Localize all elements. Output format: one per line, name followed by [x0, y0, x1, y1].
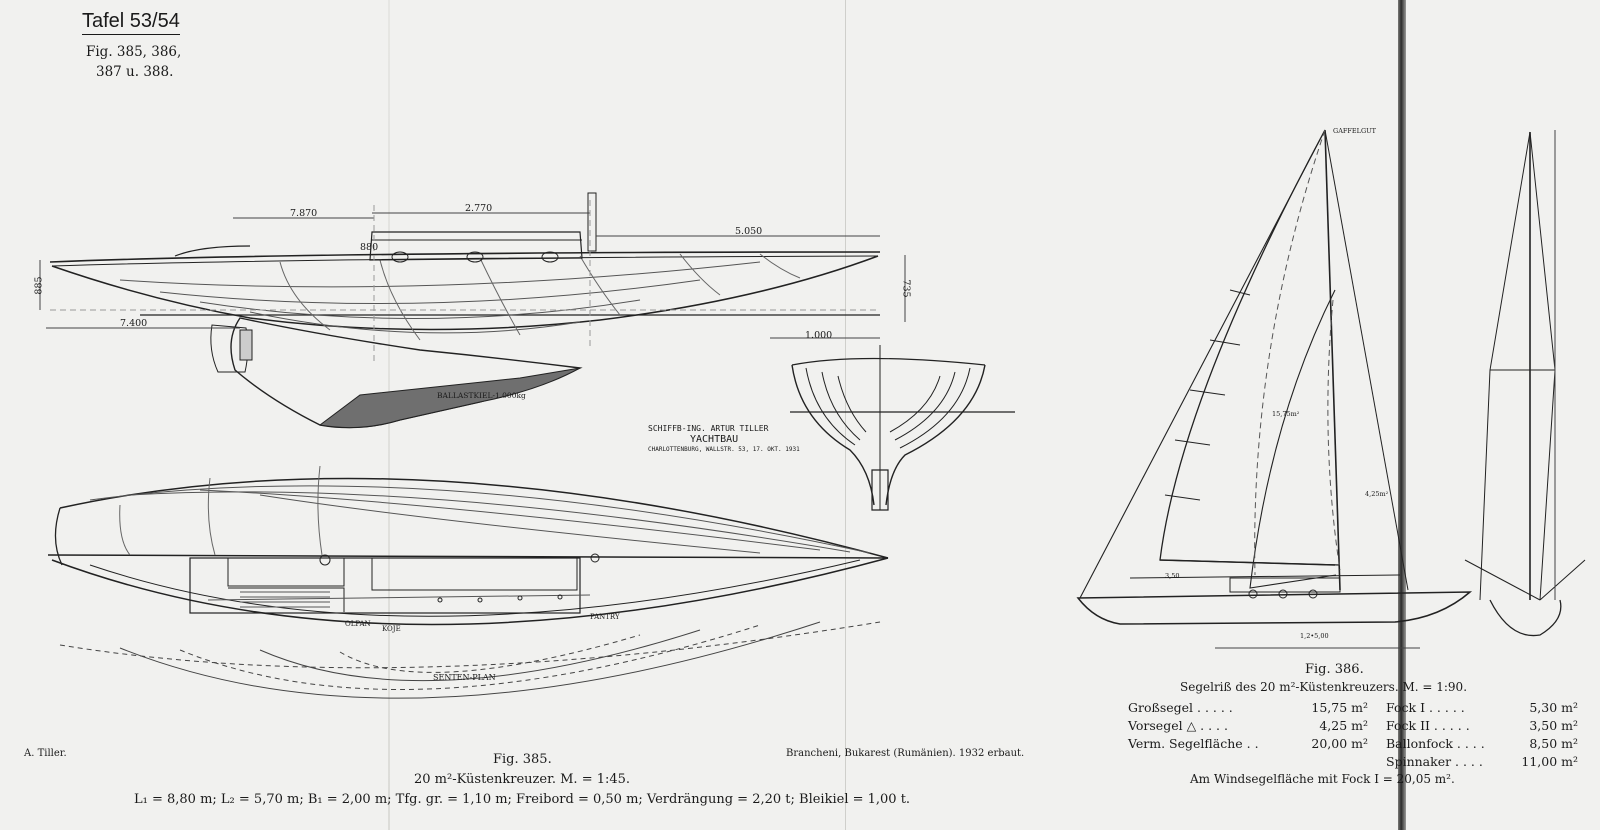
sail-name: Vorsegel △ . . . . — [1128, 718, 1228, 733]
hull-profile — [39, 192, 906, 429]
sail-area-value: 20,00 m² — [1311, 736, 1368, 751]
dim-label: 2.770 — [465, 203, 493, 214]
sail-name: Verm. Segelfläche . . — [1128, 736, 1259, 751]
ballast-label: BALLASTKIEL-1.000kg — [437, 391, 526, 400]
dim-label: 880 — [360, 242, 379, 253]
dim-label: 885 — [33, 276, 45, 295]
owner-note: Brancheni, Bukarest (Rumänien). 1932 erb… — [786, 748, 1025, 759]
sail-label: GAFFELGUT — [1333, 127, 1376, 135]
half-breadth-plan — [47, 465, 889, 699]
windsail-note: Am Windsegelfläche mit Fock I = 20,05 m²… — [1190, 772, 1455, 786]
sail-name: Fock II . . . . . — [1386, 718, 1470, 733]
author: A. Tiller. — [24, 748, 67, 759]
dim-label: 7.400 — [120, 318, 148, 329]
designer-stamp-line2: YACHTBAU — [690, 434, 739, 445]
sail-name: Spinnaker . . . . — [1386, 754, 1483, 769]
dim-label: 1.000 — [805, 330, 833, 341]
sail-label: 15,75m² — [1272, 410, 1300, 418]
figure-385-caption: 20 m²-Küstenkreuzer. M. = 1:45. — [414, 772, 631, 787]
sail-label: 1,2•5,00 — [1300, 632, 1329, 640]
figure-385-label: Fig. 385. — [493, 752, 552, 767]
sail-name: Ballonfock . . . . — [1386, 736, 1485, 751]
dim-label: 5.050 — [735, 226, 763, 237]
sail-area-row: Spinnaker . . . . 11,00 m² — [1128, 754, 1578, 769]
sail-area-value: 3,50 m² — [1529, 718, 1578, 733]
sail-area-row: Vorsegel △ . . . . 4,25 m² Fock II . . . .… — [1128, 718, 1578, 733]
designer-stamp-line1: SCHIFFB-ING. ARTUR TILLER — [648, 424, 769, 433]
deck-label: PANTRY — [590, 613, 620, 621]
figure-list-line2: 387 u. 388. — [96, 64, 174, 80]
plate-title: Tafel 53/54 — [82, 10, 180, 35]
sail-name: Fock I . . . . . — [1386, 700, 1465, 715]
sail-plan-front — [1464, 130, 1586, 637]
sail-name: Großsegel . . . . . — [1128, 700, 1233, 715]
sail-area-row: Verm. Segelfläche . . 20,00 m² Ballonfock … — [1128, 736, 1578, 751]
dim-label: 735 — [900, 279, 912, 298]
fold-line — [1398, 0, 1406, 830]
deck-label: KOJE — [382, 625, 401, 633]
body-plan — [790, 345, 1015, 511]
dim-label: 7.870 — [290, 208, 318, 219]
sail-area-value: 11,00 m² — [1521, 754, 1578, 769]
sail-label: 3,50 — [1165, 572, 1180, 580]
sail-area-value: 15,75 m² — [1311, 700, 1368, 715]
designer-stamp-line3: CHARLOTTENBURG, WALLSTR. 53, 17. OKT. 19… — [648, 446, 800, 453]
figure-386-caption: Segelriß des 20 m²-Küstenkreuzers. M. = … — [1180, 680, 1468, 694]
fold-line — [845, 0, 846, 830]
sail-area-value: 5,30 m² — [1529, 700, 1578, 715]
figure-386-label: Fig. 386. — [1305, 662, 1364, 677]
sail-area-value: 8,50 m² — [1529, 736, 1578, 751]
sail-area-row: Großsegel . . . . . 15,75 m² Fock I . . . … — [1128, 700, 1578, 715]
figure-list-line1: Fig. 385, 386, — [86, 44, 182, 60]
sail-label: 4,25m² — [1365, 490, 1389, 498]
sail-area-value: 4,25 m² — [1319, 718, 1368, 733]
sections-label: SENTEN-PLAN — [433, 673, 496, 682]
sail-plan — [1076, 129, 1473, 649]
hull-specs: L₁ = 8,80 m; L₂ = 5,70 m; B₁ = 2,00 m; T… — [134, 792, 911, 807]
deck-label: OLPAN — [345, 620, 371, 628]
